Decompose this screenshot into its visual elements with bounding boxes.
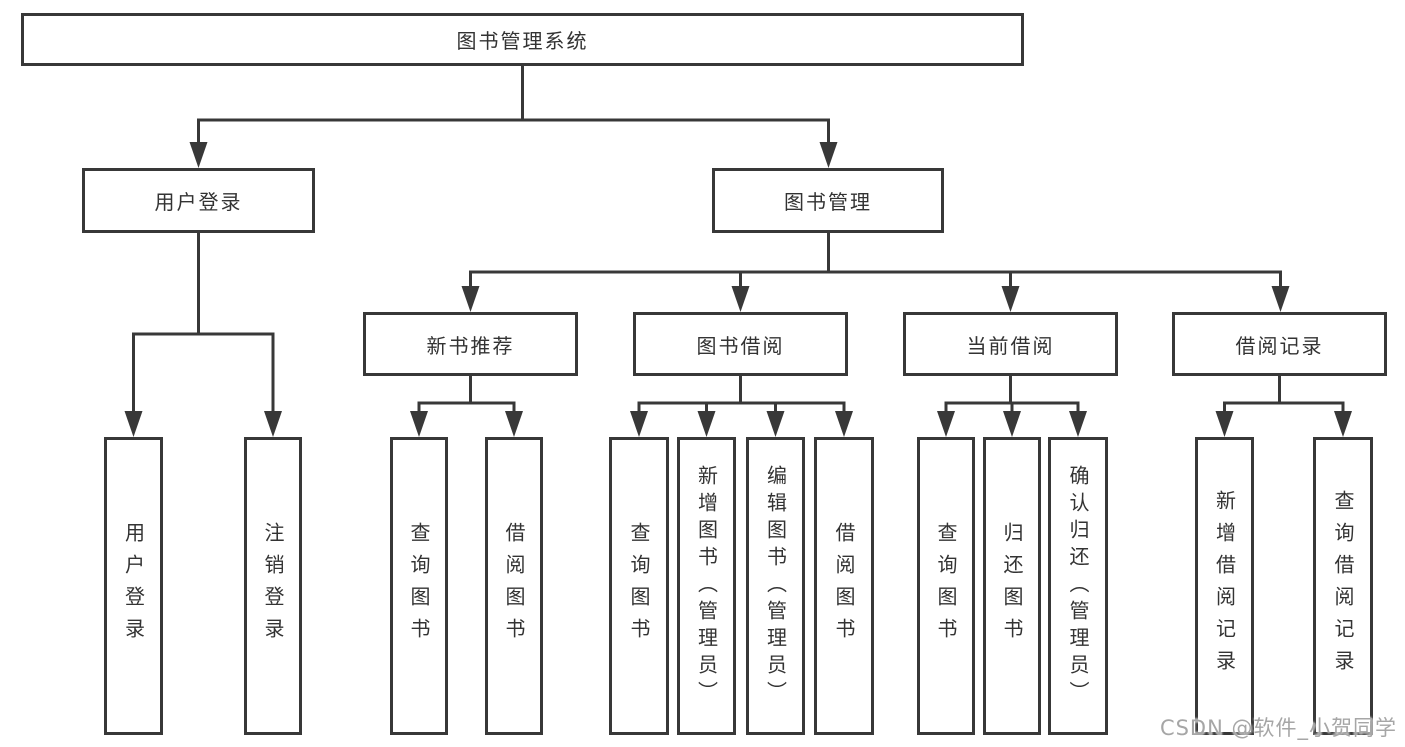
arrowheads: [124, 142, 1352, 437]
node-label: 用户登录: [154, 190, 243, 214]
leaf-label: 确认归还（管理员）: [1066, 464, 1090, 708]
node-label: 图书管理系统: [456, 29, 589, 53]
leaf-return-books: 归还图书: [983, 437, 1041, 735]
node-label: 借阅记录: [1235, 333, 1324, 358]
leaf-edit-books-admin: 编辑图书（管理员）: [746, 437, 805, 735]
leaf-query-books-recommend: 查询图书: [390, 437, 448, 735]
arrow-down-icon: [1003, 411, 1021, 437]
leaf-label: 查询图书: [627, 522, 651, 650]
node-book-management: 图书管理: [712, 168, 944, 233]
leaf-query-books-borrow: 查询图书: [609, 437, 669, 735]
arrow-down-icon: [505, 411, 523, 437]
leaf-confirm-return-admin: 确认归还（管理员）: [1048, 437, 1108, 735]
node-library-management-system: 图书管理系统: [21, 13, 1024, 66]
arrow-down-icon: [766, 411, 785, 437]
leaf-label: 借阅图书: [832, 522, 856, 650]
node-label: 新书推荐: [426, 333, 515, 358]
arrow-down-icon: [835, 411, 853, 437]
leaf-add-books-admin: 新增图书（管理员）: [677, 437, 736, 735]
leaf-label: 新增借阅记录: [1212, 490, 1237, 682]
node-borrowing-records: 借阅记录: [1172, 312, 1387, 376]
leaf-label: 编辑图书（管理员）: [763, 464, 788, 708]
leaf-label: 新增图书（管理员）: [694, 464, 719, 708]
leaf-label: 借阅图书: [502, 522, 526, 650]
leaf-label: 查询图书: [934, 522, 958, 650]
node-book-borrowing: 图书借阅: [633, 312, 848, 376]
arrow-down-icon: [630, 411, 648, 437]
arrow-down-icon: [1271, 286, 1290, 312]
arrow-down-icon: [1334, 411, 1352, 437]
arrow-down-icon: [410, 411, 428, 437]
arrow-down-icon: [1001, 286, 1020, 312]
node-user-login: 用户登录: [82, 168, 315, 233]
arrow-down-icon: [124, 411, 143, 437]
leaf-logout: 注销登录: [244, 437, 302, 735]
arrow-down-icon: [189, 142, 208, 168]
arrow-down-icon: [819, 142, 838, 168]
leaf-label: 注销登录: [261, 522, 285, 650]
leaf-label: 查询图书: [407, 522, 431, 650]
arrow-down-icon: [1215, 411, 1234, 437]
node-new-book-recommend: 新书推荐: [363, 312, 578, 376]
leaf-label: 查询借阅记录: [1331, 490, 1355, 682]
leaf-borrow-books-recommend: 借阅图书: [485, 437, 543, 735]
leaf-label: 用户登录: [121, 522, 146, 650]
leaf-query-borrow-record: 查询借阅记录: [1313, 437, 1373, 735]
leaf-label: 归还图书: [1000, 522, 1024, 650]
node-label: 当前借阅: [966, 333, 1055, 358]
arrow-down-icon: [697, 411, 716, 437]
node-current-borrowing: 当前借阅: [903, 312, 1118, 376]
tree-edges: [132, 66, 1345, 417]
csdn-watermark: CSDN @软件_小贺同学: [1159, 716, 1397, 740]
leaf-add-borrow-record: 新增借阅记录: [1195, 437, 1254, 735]
node-label: 图书借阅: [696, 333, 785, 358]
leaf-user-login: 用户登录: [104, 437, 163, 735]
node-label: 图书管理: [784, 190, 872, 214]
arrow-down-icon: [264, 411, 282, 437]
arrow-down-icon: [731, 286, 750, 312]
leaf-query-books-current: 查询图书: [917, 437, 975, 735]
arrow-down-icon: [937, 411, 955, 437]
arrow-down-icon: [461, 286, 480, 312]
leaf-borrow-books: 借阅图书: [814, 437, 874, 735]
arrow-down-icon: [1069, 411, 1087, 437]
